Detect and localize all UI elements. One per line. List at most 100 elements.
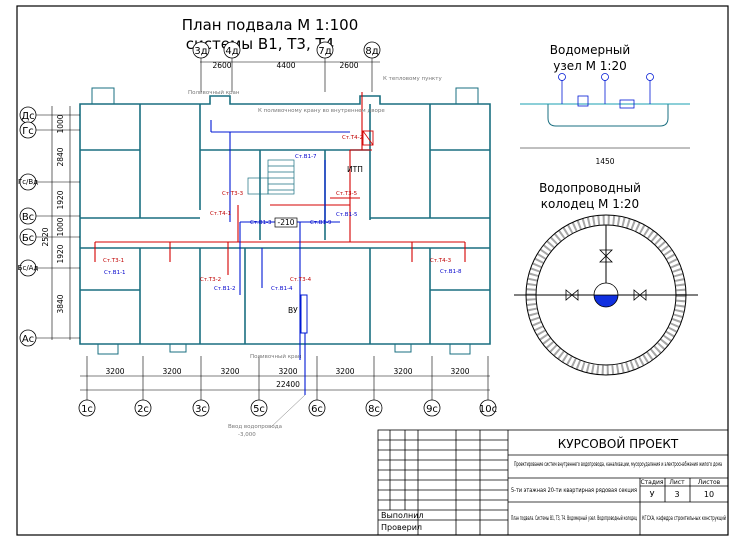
- note-bottom-crane: Поливочный кран: [250, 353, 302, 360]
- hot-water-pipes: [94, 92, 466, 275]
- note-courtyard-crane: К поливочному крану во внутреннем дворе: [258, 108, 385, 114]
- svg-text:6с: 6с: [311, 404, 323, 415]
- plan-title-line1: План подвала М 1:100: [182, 16, 359, 34]
- svg-text:Ст.В1-2: Ст.В1-2: [214, 286, 236, 292]
- svg-text:3с: 3с: [195, 404, 207, 415]
- stamp-header: КУРСОВОЙ ПРОЕКТ: [558, 436, 679, 451]
- svg-text:1000: 1000: [56, 217, 65, 236]
- axis-3d: 3д: [194, 46, 207, 57]
- svg-text:3200: 3200: [335, 367, 354, 376]
- well-title-line2: колодец М 1:20: [541, 197, 639, 211]
- svg-text:3200: 3200: [105, 367, 124, 376]
- svg-text:Гс: Гс: [22, 126, 34, 137]
- svg-text:Ст.В1-4: Ст.В1-4: [271, 286, 293, 292]
- top-dim-3: 2600: [339, 61, 358, 70]
- svg-text:Ст.В1-5: Ст.В1-5: [336, 212, 358, 218]
- meter-node-title-line2: узел М 1:20: [553, 59, 626, 73]
- well-title-line1: Водопроводный: [539, 181, 641, 195]
- svg-text:Ст.Т3-2: Ст.Т3-2: [200, 277, 221, 283]
- svg-text:Ст.Т3-5: Ст.Т3-5: [336, 191, 358, 197]
- svg-text:Вс: Вс: [22, 212, 34, 223]
- water-meter-label: ВУ: [288, 306, 298, 315]
- svg-text:Ст.В1-8: Ст.В1-8: [440, 269, 462, 275]
- axis-4d: 4д: [225, 46, 238, 57]
- heat-point-label: ИТП: [347, 165, 363, 174]
- svg-text:3200: 3200: [450, 367, 469, 376]
- stamp-checked-by: Проверил: [381, 523, 422, 532]
- left-axis-bubbles: Дс Гс Гс/Вд Вс Бс Бс/Ад Ас: [18, 106, 39, 347]
- note-input: Ввод водопровода: [228, 424, 282, 430]
- room-mark: -210: [277, 218, 294, 227]
- svg-text:Дс: Дс: [21, 111, 34, 122]
- svg-text:Ст.Т4-2: Ст.Т4-2: [342, 135, 363, 141]
- svg-text:Гс/Вд: Гс/Вд: [18, 178, 38, 186]
- svg-text:3200: 3200: [393, 367, 412, 376]
- bottom-dims: 3200 3200 3200 3200 3200 3200 3200 22400: [105, 367, 469, 389]
- hot-risers: Ст.Т4-2 Ст.Т3-3 Ст.Т4-1 Ст.Т3-1 Ст.Т3-2 …: [103, 135, 452, 283]
- svg-text:1с: 1с: [81, 404, 93, 415]
- stamp-stage: У: [650, 490, 655, 499]
- svg-text:2с: 2с: [137, 404, 149, 415]
- svg-text:Ст.В1-7: Ст.В1-7: [295, 154, 317, 160]
- axis-8d: 8д: [365, 46, 378, 57]
- meter-node-title-line1: Водомерный: [550, 43, 630, 57]
- water-well: Водопроводный колодец М 1:20: [514, 181, 698, 376]
- svg-text:1920: 1920: [56, 190, 65, 209]
- svg-text:Бс: Бс: [22, 233, 34, 244]
- svg-text:1920: 1920: [56, 244, 65, 263]
- svg-text:1000: 1000: [56, 114, 65, 133]
- building-outline: [79, 95, 491, 345]
- basement-plan: План подвала М 1:100 системы В1, Т3, Т4: [18, 16, 497, 438]
- stamp-topic: Проектирование систем внутреннего водопр…: [514, 461, 722, 468]
- cold-risers: Ст.В1-7 Ст.В1-3 Ст.В1-9 Ст.В1-1 Ст.В1-2 …: [104, 154, 462, 292]
- plan-title-line2: системы В1, Т3, Т4: [186, 35, 334, 53]
- svg-text:10с: 10с: [479, 404, 497, 415]
- left-dims: 1000 2840 1920 1000 2520 1920 3840: [41, 114, 65, 313]
- svg-text:Ст.В1-9: Ст.В1-9: [310, 220, 332, 226]
- top-dim-1: 2600: [212, 61, 231, 70]
- svg-text:3200: 3200: [220, 367, 239, 376]
- stamp-col-stage: Стадия: [640, 479, 663, 486]
- svg-text:Ст.Т4-3: Ст.Т4-3: [430, 258, 452, 264]
- stamp-sheet-content: План подвала. Системы В1, Т3, Т4. Водоме…: [511, 515, 637, 522]
- note-input-level: -3,000: [238, 432, 256, 438]
- svg-text:3200: 3200: [278, 367, 297, 376]
- svg-text:Ст.В1-3: Ст.В1-3: [250, 220, 272, 226]
- note-top-crane: Поливочный кран: [188, 89, 240, 96]
- stamp-col-sheet: Лист: [669, 479, 685, 486]
- svg-text:5с: 5с: [253, 404, 265, 415]
- svg-text:8с: 8с: [368, 404, 380, 415]
- svg-text:Бс/Ад: Бс/Ад: [18, 264, 39, 272]
- cold-water-pipes: [210, 120, 350, 395]
- top-dim-2: 4400: [276, 61, 295, 70]
- stamp-building: 5-ти этажная 20-ти квартирная рядовая се…: [511, 487, 637, 494]
- meter-node: Водомерный узел М 1:20 1450: [520, 43, 690, 166]
- total-dim: 22400: [276, 380, 300, 389]
- svg-text:Ст.Т3-3: Ст.Т3-3: [222, 191, 244, 197]
- staircase: [247, 159, 295, 195]
- sheet-frame: [16, 5, 729, 536]
- stamp-made-by: Выполнил: [381, 511, 424, 520]
- meter-node-dim: 1450: [595, 157, 614, 166]
- svg-text:Ст.Т3-1: Ст.Т3-1: [103, 258, 124, 264]
- top-axis-bubbles: 3д 4д 7д 8д: [192, 41, 381, 59]
- svg-text:Ст.Т3-4: Ст.Т3-4: [290, 277, 312, 283]
- svg-text:2840: 2840: [56, 147, 65, 166]
- svg-text:Ас: Ас: [22, 334, 34, 345]
- stamp-sheet: 3: [674, 490, 679, 499]
- svg-text:Ст.Т4-1: Ст.Т4-1: [210, 211, 231, 217]
- water-meter: [300, 294, 308, 334]
- bottom-axis-bubbles: 1с 2с 3с 5с 6с 8с 9с 10с: [78, 399, 497, 417]
- stamp-org: КГСХА, кафедра строительных конструкций: [642, 515, 726, 522]
- axis-7d: 7д: [318, 46, 331, 57]
- svg-text:3200: 3200: [162, 367, 181, 376]
- stamp-sheets: 10: [704, 490, 714, 499]
- note-heat-point: К тепловому пункту: [383, 76, 442, 82]
- title-block: [377, 429, 729, 536]
- svg-text:9с: 9с: [426, 404, 438, 415]
- svg-text:2520: 2520: [41, 227, 50, 246]
- title-block-text: КУРСОВОЙ ПРОЕКТ Проектирование систем вн…: [381, 436, 726, 532]
- svg-text:3840: 3840: [56, 294, 65, 313]
- svg-text:Ст.В1-1: Ст.В1-1: [104, 270, 126, 276]
